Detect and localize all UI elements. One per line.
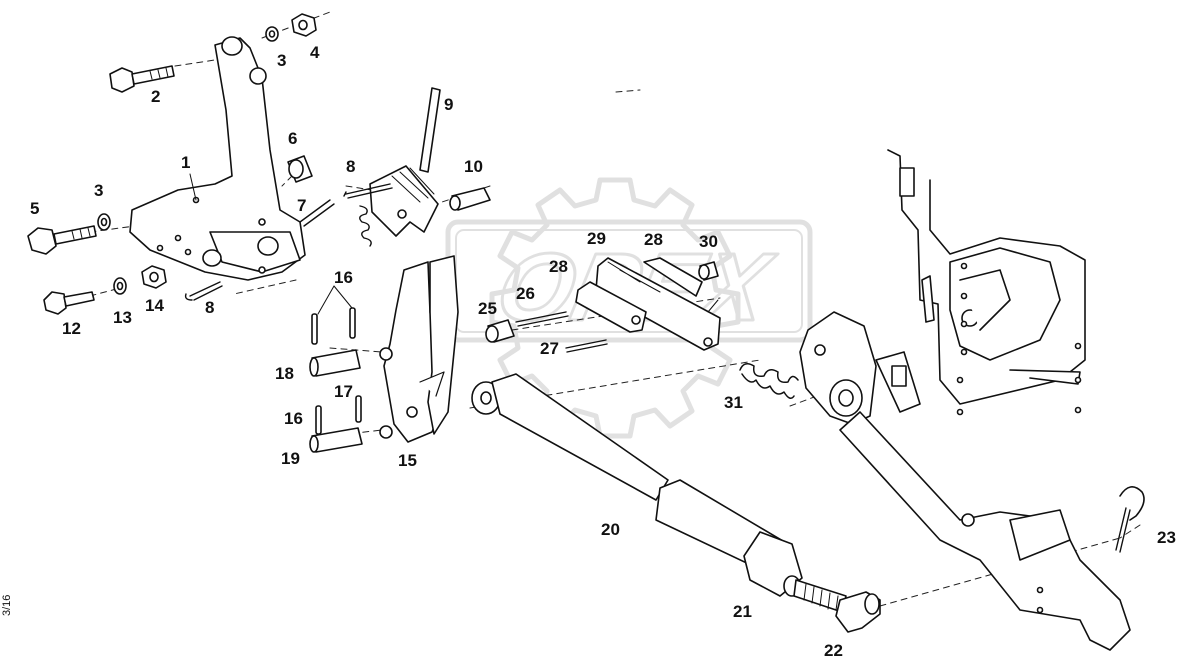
part-lower-link-arm bbox=[799, 311, 1131, 651]
callout-12: 12 bbox=[62, 319, 81, 338]
part-pin-27 bbox=[565, 339, 608, 353]
callout-2: 2 bbox=[151, 87, 161, 106]
part-bushing-30 bbox=[698, 261, 719, 281]
part-nut-4 bbox=[291, 13, 317, 37]
part-lever-9 bbox=[369, 87, 441, 237]
callout-21: 21 bbox=[733, 602, 752, 621]
part-cotter-pin-8-lower bbox=[184, 281, 223, 301]
part-telescopic-rod-20 bbox=[471, 373, 803, 597]
part-pin-26 bbox=[515, 311, 569, 327]
part-bushing-25 bbox=[485, 319, 515, 343]
part-pin-8-upper bbox=[343, 183, 393, 199]
callout-19: 19 bbox=[281, 449, 300, 468]
callout-5: 5 bbox=[30, 199, 40, 218]
part-ball-joint-22 bbox=[835, 591, 881, 633]
callout-8-upper: 8 bbox=[346, 157, 356, 176]
part-plate-15 bbox=[379, 255, 459, 443]
callout-8-lower: 8 bbox=[205, 298, 215, 317]
part-bushing-6 bbox=[287, 155, 313, 183]
part-lynch-pin-23 bbox=[1115, 486, 1145, 553]
callout-27: 27 bbox=[540, 339, 559, 358]
part-bolt-5 bbox=[27, 225, 97, 255]
callout-4: 4 bbox=[310, 43, 320, 62]
part-washer-13 bbox=[113, 277, 127, 295]
callout-20: 20 bbox=[601, 520, 620, 539]
part-spring-8 bbox=[359, 205, 372, 247]
part-bolt-2 bbox=[109, 65, 175, 93]
callout-3-top: 3 bbox=[277, 51, 287, 70]
callout-16-lower: 16 bbox=[284, 409, 303, 428]
callout-9: 9 bbox=[444, 95, 454, 114]
callout-10: 10 bbox=[464, 157, 483, 176]
part-pins-16-upper bbox=[311, 307, 356, 345]
part-rod-end-21 bbox=[783, 575, 847, 613]
part-spring-31 bbox=[739, 363, 799, 399]
callout-29: 29 bbox=[587, 229, 606, 248]
callout-30: 30 bbox=[699, 232, 718, 251]
leader-lines bbox=[189, 173, 719, 315]
part-nut-14 bbox=[141, 265, 167, 289]
side-code: 3/16 bbox=[1, 594, 13, 616]
callout-17: 17 bbox=[334, 382, 353, 401]
callout-15: 15 bbox=[398, 451, 417, 470]
part-washer-3-left bbox=[97, 213, 111, 231]
part-pin-7 bbox=[299, 199, 335, 227]
part-washer-3-top bbox=[265, 26, 279, 42]
callout-1: 1 bbox=[181, 153, 191, 172]
part-pins-16-lower bbox=[315, 395, 362, 435]
callout-25: 25 bbox=[478, 299, 497, 318]
callout-28-upper: 28 bbox=[644, 230, 663, 249]
part-pin-10 bbox=[449, 187, 491, 211]
callout-23: 23 bbox=[1157, 528, 1176, 547]
callout-6: 6 bbox=[288, 129, 298, 148]
part-bolt-12 bbox=[43, 291, 95, 315]
part-slide-28-29 bbox=[575, 257, 721, 351]
part-pin-19 bbox=[309, 427, 363, 453]
callout-14: 14 bbox=[145, 296, 164, 315]
callout-18: 18 bbox=[275, 364, 294, 383]
watermark-gear bbox=[489, 177, 741, 439]
callout-28-lower: 28 bbox=[549, 257, 568, 276]
callout-3-left: 3 bbox=[94, 181, 104, 200]
callout-7: 7 bbox=[297, 196, 307, 215]
callout-22: 22 bbox=[824, 641, 843, 660]
part-bracket-1 bbox=[129, 36, 306, 281]
part-pin-18 bbox=[309, 349, 361, 377]
callout-26: 26 bbox=[516, 284, 535, 303]
callout-31: 31 bbox=[724, 393, 743, 412]
callout-16-upper: 16 bbox=[334, 268, 353, 287]
callout-13: 13 bbox=[113, 308, 132, 327]
frame-housing bbox=[887, 149, 1086, 416]
